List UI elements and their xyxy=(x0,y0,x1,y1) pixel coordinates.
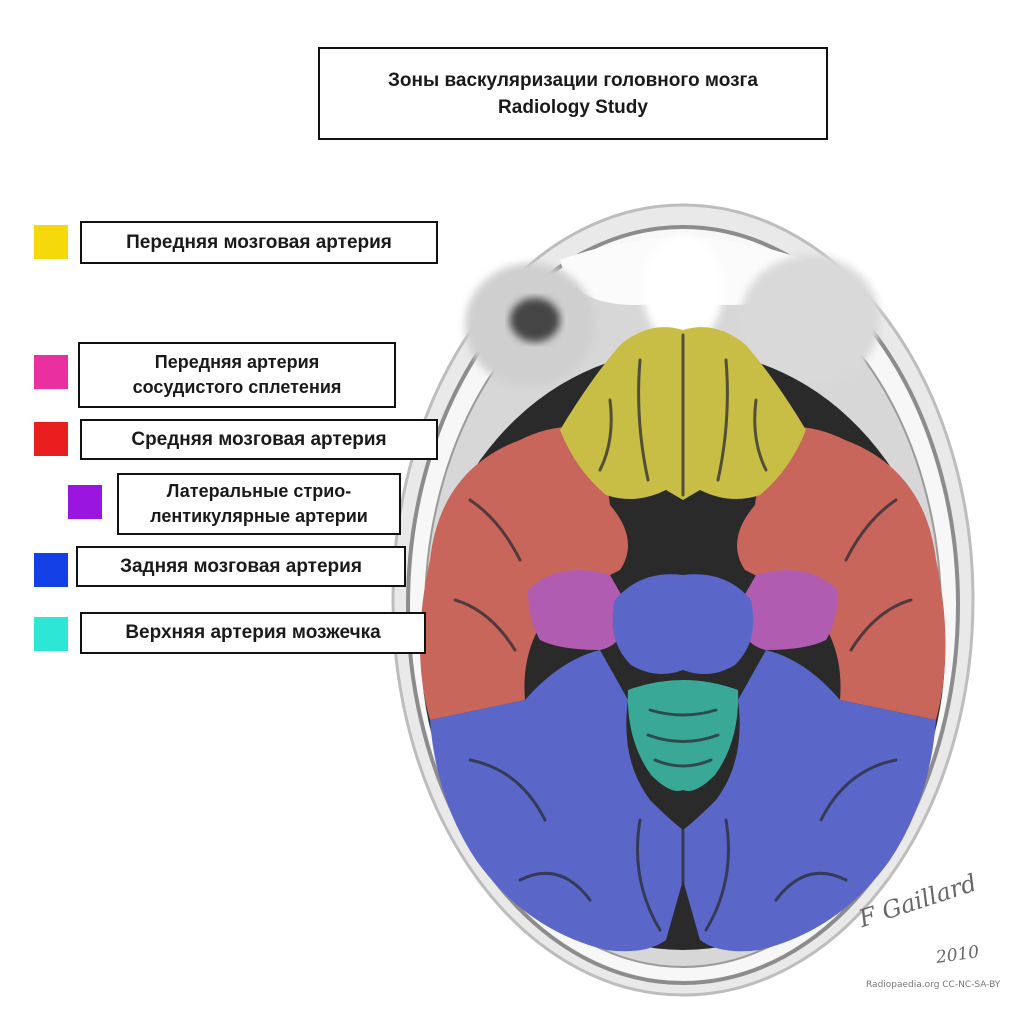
title-box: Зоны васкуляризации головного мозга Radi… xyxy=(318,47,828,140)
legend-swatch-anterior-cerebral xyxy=(34,225,68,259)
nasal-cavity xyxy=(643,235,723,345)
legend-swatch-anterior-choroidal xyxy=(34,355,68,389)
legend-swatch-lateral-lenticulostriate xyxy=(68,485,102,519)
legend-label-anterior-choroidal: Передняя артерия сосудистого сплетения xyxy=(78,342,396,408)
legend-label-line: Передняя артерия xyxy=(154,352,320,372)
legend-label-posterior-cerebral: Задняя мозговая артерия xyxy=(76,546,406,587)
legend-label-line: Латеральные стрио- xyxy=(166,481,352,501)
sulci xyxy=(453,333,913,942)
legend-label-line: сосудистого сплетения xyxy=(132,377,342,397)
legend-label-line: Передняя мозговая артерия xyxy=(126,231,392,253)
legend-label-superior-cerebellar: Верхняя артерия мозжечка xyxy=(80,612,426,654)
legend-swatch-posterior-cerebral xyxy=(34,553,68,587)
legend-label-line: Верхняя артерия мозжечка xyxy=(125,622,381,643)
superior-cerebellar-territory xyxy=(627,680,739,791)
anterior-choroidal-territory xyxy=(528,570,838,650)
right-orbit xyxy=(740,255,880,385)
middle-cerebral-territory xyxy=(420,426,946,720)
legend-label-middle-cerebral: Средняя мозговая артерия xyxy=(80,419,438,460)
signature-year: 2010 xyxy=(934,942,981,968)
legend-label-line: Средняя мозговая артерия xyxy=(131,428,387,450)
legend-label-line: лентикулярные артерии xyxy=(150,506,368,526)
title-line-2: Radiology Study xyxy=(498,96,648,118)
legend-label-anterior-cerebral: Передняя мозговая артерия xyxy=(80,221,438,264)
legend-label-line: Задняя мозговая артерия xyxy=(120,555,362,577)
left-eye xyxy=(510,298,560,342)
posterior-cerebral-territory xyxy=(430,574,936,952)
title-line-1: Зоны васкуляризации головного мозга xyxy=(387,69,759,91)
author-signature: F Gaillard 2010 xyxy=(855,869,994,975)
legend-swatch-middle-cerebral xyxy=(34,422,68,456)
license-credit: Radiopaedia.org CC-NC-SA-BY xyxy=(866,980,1001,990)
legend-label-lateral-lenticulostriate: Латеральные стрио-лентикулярные артерии xyxy=(117,473,401,535)
legend-swatch-superior-cerebellar xyxy=(34,617,68,651)
